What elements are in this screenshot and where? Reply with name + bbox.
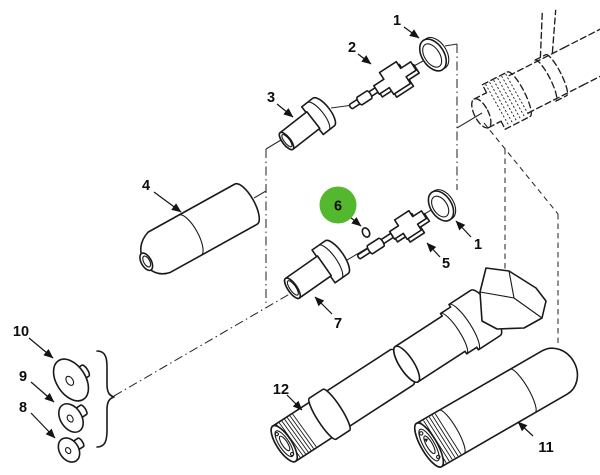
callout-11-label[interactable]: 11 bbox=[538, 440, 553, 456]
phantom-host-assembly bbox=[471, 9, 600, 130]
callout-2-label[interactable]: 2 bbox=[348, 40, 356, 56]
index-mark bbox=[424, 438, 429, 443]
callout-7-arrow bbox=[314, 296, 333, 315]
part-4-lamp-housing bbox=[139, 182, 261, 275]
group-brace bbox=[96, 350, 115, 448]
callout-1-top-label[interactable]: 1 bbox=[393, 13, 401, 29]
callout-7[interactable]: 7 bbox=[314, 296, 342, 332]
callout-7-label[interactable]: 7 bbox=[334, 316, 342, 332]
part-12-front-tube bbox=[392, 289, 503, 383]
callout-10[interactable]: 10 bbox=[13, 324, 54, 359]
part-7-eyepiece-cell bbox=[283, 239, 351, 300]
callout-1-top-arrow bbox=[403, 26, 420, 39]
callout-1-mid[interactable]: 1 bbox=[455, 220, 482, 253]
part-12-elbow-prism-housing bbox=[479, 267, 547, 330]
part-11-spare-tube bbox=[413, 347, 579, 468]
callout-3-arrow bbox=[276, 103, 294, 118]
callout-1-top[interactable]: 1 bbox=[393, 13, 420, 39]
callout-12[interactable]: 12 bbox=[273, 382, 303, 411]
callout-9[interactable]: 9 bbox=[19, 369, 55, 403]
highlight-circle[interactable] bbox=[319, 186, 357, 224]
callout-11-arrow bbox=[517, 421, 534, 437]
callout-12-label[interactable]: 12 bbox=[273, 382, 289, 398]
callout-3-label[interactable]: 3 bbox=[267, 90, 275, 106]
callout-10-label[interactable]: 10 bbox=[13, 324, 29, 340]
part-6-o-ring bbox=[361, 227, 371, 238]
callout-8[interactable]: 8 bbox=[19, 400, 56, 439]
callout-9-arrow bbox=[30, 381, 55, 403]
callout-8-label[interactable]: 8 bbox=[19, 400, 27, 416]
callout-5-label[interactable]: 5 bbox=[442, 256, 450, 272]
callout-6-highlighted[interactable]: 6 bbox=[319, 186, 362, 227]
part-3-eyepiece-cell bbox=[278, 96, 337, 151]
part-1-retaining-ring-mid bbox=[427, 189, 457, 222]
part-8-disc-screw bbox=[57, 437, 85, 463]
part-2-cross-key bbox=[348, 60, 420, 110]
callout-6-label[interactable]: 6 bbox=[334, 199, 342, 215]
part-10-disc-screw bbox=[52, 358, 91, 402]
callout-4-label[interactable]: 4 bbox=[142, 178, 150, 194]
part-12-telescope-tube bbox=[270, 348, 416, 463]
callout-11[interactable]: 11 bbox=[517, 421, 554, 456]
callout-5-arrow bbox=[426, 242, 441, 258]
part-9-disc-screw bbox=[58, 402, 88, 434]
callout-2[interactable]: 2 bbox=[348, 40, 372, 65]
callout-2-arrow bbox=[357, 53, 372, 65]
callout-4-arrow bbox=[153, 191, 182, 213]
callout-3[interactable]: 3 bbox=[267, 90, 294, 118]
callout-9-label[interactable]: 9 bbox=[19, 369, 27, 385]
callout-12-arrow bbox=[286, 394, 303, 411]
callout-4[interactable]: 4 bbox=[142, 178, 182, 213]
callout-1-mid-label[interactable]: 1 bbox=[474, 237, 482, 253]
callout-1-mid-arrow bbox=[455, 220, 472, 238]
part-5-cross-key bbox=[356, 209, 431, 260]
callout-10-arrow bbox=[28, 337, 54, 359]
callout-8-arrow bbox=[30, 412, 56, 439]
callout-5[interactable]: 5 bbox=[426, 242, 450, 272]
part-1-retaining-ring-top bbox=[418, 36, 450, 72]
callout-6-arrow bbox=[349, 216, 362, 227]
